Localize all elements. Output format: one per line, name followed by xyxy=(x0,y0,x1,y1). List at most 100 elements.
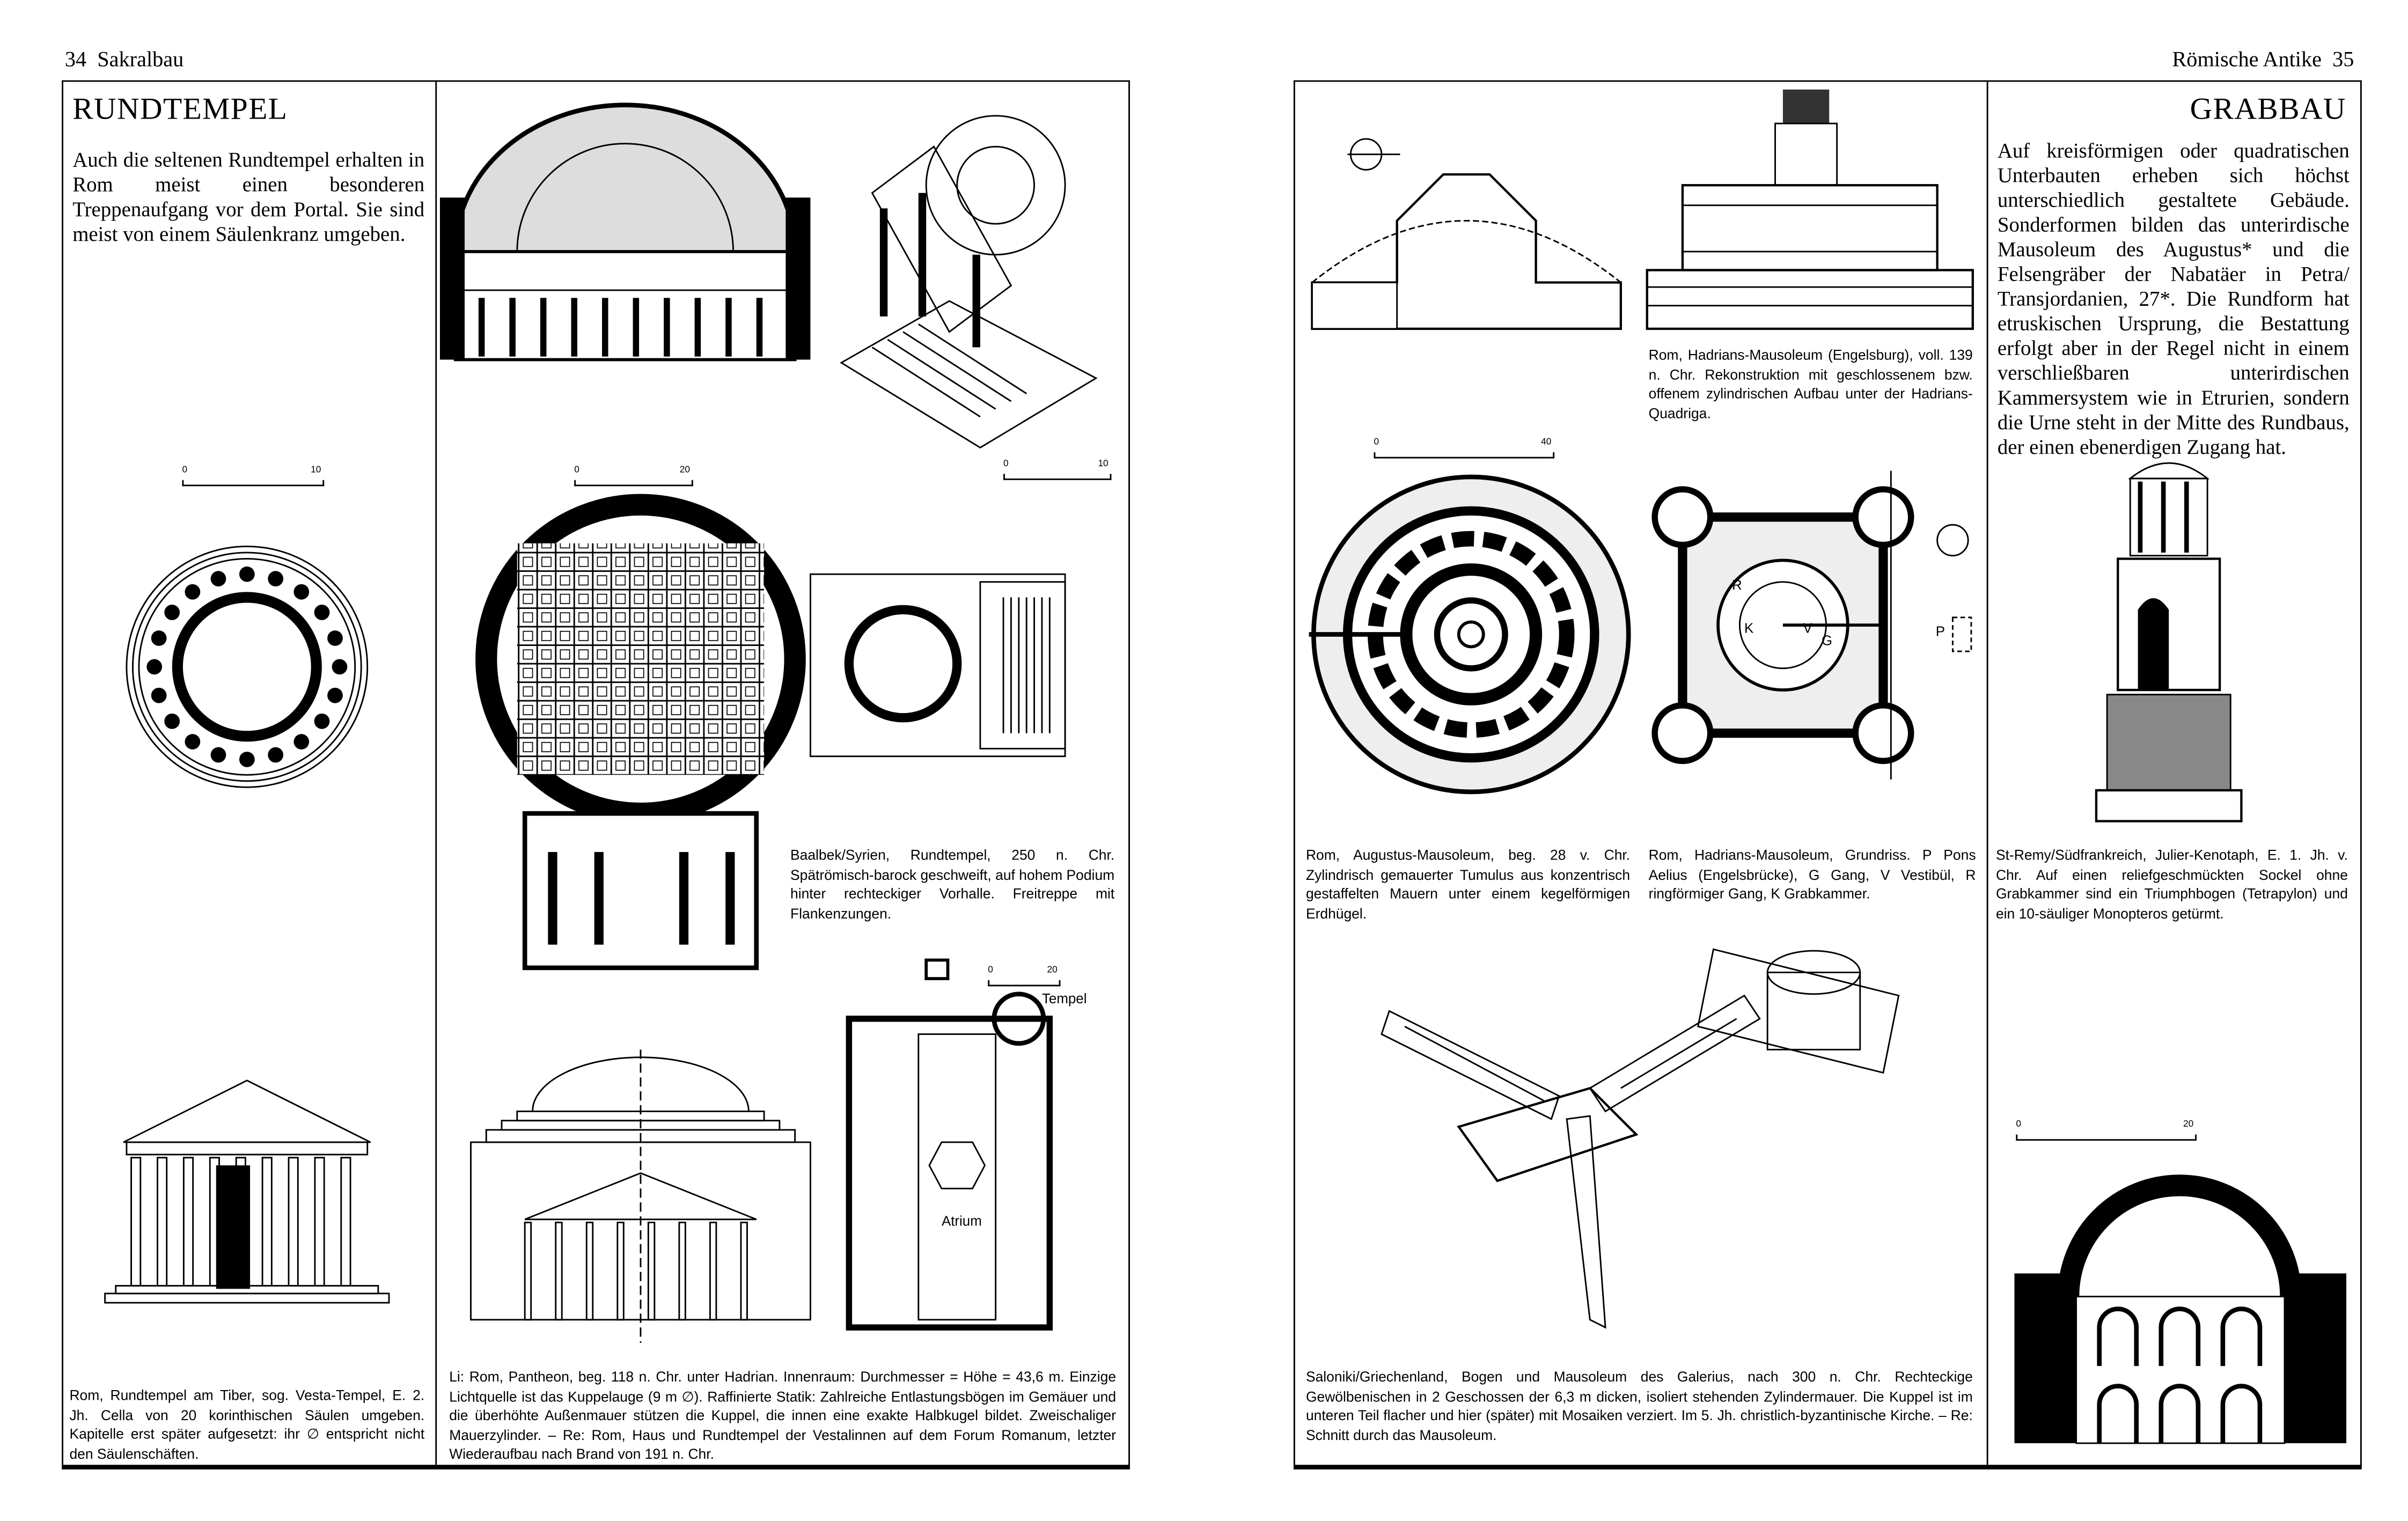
column-mark xyxy=(185,584,201,600)
column-mark xyxy=(239,752,255,767)
augustus-mausoleum-elevation-drawing xyxy=(1311,138,1623,330)
column-mark xyxy=(314,605,330,620)
column-mark xyxy=(268,747,284,763)
page-number: 34 xyxy=(64,49,87,73)
plan-label-v: V xyxy=(1803,620,1812,636)
right-page-header: Römische Antike 35 xyxy=(2172,49,2354,74)
galerius-mausoleum-section-drawing xyxy=(2014,1174,2347,1444)
page-title: RUNDTEMPEL xyxy=(72,92,288,127)
column-mark xyxy=(340,1157,351,1287)
scale-end: 10 xyxy=(1098,460,1108,469)
hadrian-mausoleum-elevation-drawing xyxy=(1646,89,1974,330)
scale-end: 20 xyxy=(2183,1120,2194,1130)
column-mark xyxy=(756,298,763,357)
vestal-house-plan-drawing xyxy=(846,958,1053,1331)
caption-hadrian-plan: Rom, Hadrians-Mausoleum, Grundriss. P Po… xyxy=(1648,847,1976,902)
page-title: GRABBAU xyxy=(2190,92,2347,127)
column-mark xyxy=(524,1222,532,1321)
plan-label-r: R xyxy=(1731,577,1742,593)
column-divider xyxy=(435,82,437,1465)
baalbek-plan-drawing xyxy=(809,573,1066,758)
pantheon-plan-drawing xyxy=(475,494,806,971)
augustus-mausoleum-plan-drawing xyxy=(1309,474,1631,795)
scale-end: 20 xyxy=(679,466,691,476)
caption-augustus-mausoleum: Rom, Augustus-Mausoleum, beg. 28 v. Chr.… xyxy=(1305,847,1631,921)
column-mark xyxy=(585,1222,594,1321)
st-remy-kenotaph-drawing xyxy=(2095,462,2243,822)
column-mark xyxy=(164,713,180,729)
column-mark xyxy=(647,1222,656,1321)
left-page-header: 34 Sakralbau xyxy=(65,49,183,74)
column-mark xyxy=(478,298,485,357)
scale-start: 0 xyxy=(182,466,188,476)
scale-end: 40 xyxy=(1541,438,1552,448)
column-mark xyxy=(268,571,284,587)
column-mark xyxy=(725,298,732,357)
column-mark xyxy=(740,1222,748,1321)
scale-start: 0 xyxy=(574,466,579,476)
column-mark xyxy=(314,1157,325,1287)
column-mark xyxy=(182,1157,194,1287)
column-mark xyxy=(157,1157,168,1287)
column-mark xyxy=(332,659,348,675)
right-page-frame xyxy=(1293,80,2362,1469)
column-mark xyxy=(261,1157,273,1287)
column-mark xyxy=(210,571,226,587)
caption-saloniki: Saloniki/Griechenland, Bogen und Mausole… xyxy=(1305,1369,1973,1443)
scale-start: 0 xyxy=(2016,1120,2021,1130)
pantheon-elevation-drawing xyxy=(470,1049,811,1343)
galerius-mausoleum-axonometric-drawing xyxy=(1381,948,1900,1329)
column-mark xyxy=(314,713,330,729)
hadrian-mausoleum-plan-drawing xyxy=(1651,471,1972,780)
scale-start: 0 xyxy=(1374,438,1379,448)
caption-st-remy: St-Remy/Südfrankreich, Julier-Kenotaph, … xyxy=(1995,847,2348,921)
scale-end: 10 xyxy=(311,466,321,476)
column-mark xyxy=(571,298,577,357)
vesta-temple-plan-drawing xyxy=(126,546,369,788)
plan-label-g: G xyxy=(1821,633,1833,649)
column-mark xyxy=(602,298,608,357)
column-mark xyxy=(164,605,180,620)
column-mark xyxy=(146,659,163,675)
column-mark xyxy=(327,630,343,646)
column-mark xyxy=(151,630,167,646)
left-page-frame xyxy=(62,80,1130,1469)
column-mark xyxy=(509,298,516,357)
column-mark xyxy=(664,298,670,357)
caption-baalbek: Baalbek/Syrien, Rundtempel, 250 n. Chr. … xyxy=(790,847,1115,921)
column-mark xyxy=(210,747,226,763)
column-mark xyxy=(151,687,167,703)
scale-start: 0 xyxy=(1003,460,1009,469)
column-mark xyxy=(633,298,640,357)
column-mark xyxy=(616,1222,625,1321)
baalbek-axonometric-drawing xyxy=(840,115,1098,449)
column-mark xyxy=(709,1222,717,1321)
column-divider xyxy=(1986,82,1988,1465)
pantheon-section-drawing xyxy=(439,102,811,362)
vesta-temple-elevation-drawing xyxy=(104,1079,390,1304)
scale-start: 0 xyxy=(988,966,993,976)
intro-text: Auf kreisförmigen oder quadratischen Unt… xyxy=(1997,138,2350,459)
column-mark xyxy=(540,298,547,357)
section-title: Sakralbau xyxy=(97,49,184,73)
section-title: Römische Antike xyxy=(2172,49,2322,73)
scale-end: 20 xyxy=(1047,966,1058,976)
plan-label-tempel: Tempel xyxy=(1041,991,1087,1006)
column-mark xyxy=(293,734,310,750)
column-mark xyxy=(293,584,310,600)
column-mark xyxy=(130,1157,142,1287)
column-mark xyxy=(678,1222,686,1321)
column-mark xyxy=(185,734,201,750)
plan-label-p: P xyxy=(1935,623,1946,640)
plan-label-atrium: Atrium xyxy=(941,1213,982,1229)
column-mark xyxy=(239,566,255,582)
column-mark xyxy=(694,298,701,357)
caption-hadrian-elevation: Rom, Hadrians-Mausoleum (Engelsburg), vo… xyxy=(1648,347,1973,421)
page-number: 35 xyxy=(2332,49,2354,73)
column-mark xyxy=(555,1222,563,1321)
caption-vesta-temple: Rom, Rundtempel am Tiber, sog. Vesta-Tem… xyxy=(69,1387,425,1461)
intro-text: Auch die seltenen Rundtempel erhalten in… xyxy=(72,148,425,246)
caption-pantheon: Li: Rom, Pantheon, beg. 118 n. Chr. unte… xyxy=(449,1369,1117,1463)
column-mark xyxy=(288,1157,299,1287)
